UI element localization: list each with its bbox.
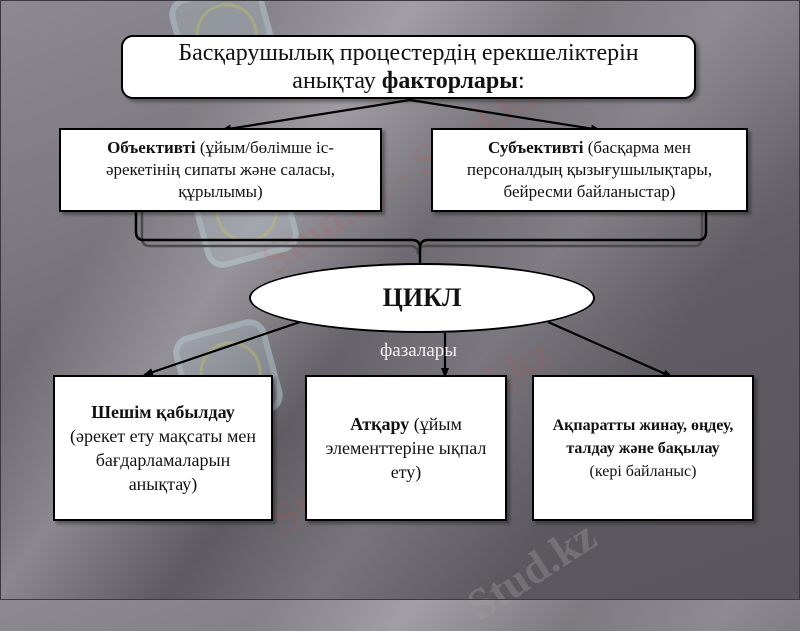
- phase-box-decision: Шешім қабылдау (әрекет ету мақсаты мен б…: [53, 375, 273, 521]
- title-box: Басқарушылық процестердің ерекшеліктерін…: [121, 35, 696, 99]
- phase-description: (әрекет ету мақсаты мен бағдарламаларын …: [70, 426, 256, 494]
- objective-factor-box: Объективті (ұйым/бөлімше іс-әрекетінің с…: [59, 128, 382, 212]
- phase-title: Атқару: [350, 414, 410, 434]
- phase-description: (ұйым элементтеріне ықпал ету): [325, 414, 487, 482]
- factor-description: (басқарма мен персоналдың қызығушылықтар…: [466, 138, 713, 201]
- phase-box-execution: Атқару (ұйым элементтеріне ықпал ету): [305, 375, 507, 521]
- cycle-ellipse: ЦИКЛ: [249, 263, 595, 333]
- factor-description: (ұйым/бөлімше іс-әрекетінің сипаты және …: [105, 138, 336, 201]
- subjective-factor-box: Субъективті (басқарма мен персоналдың қы…: [431, 128, 748, 212]
- factor-title: Объективті: [107, 138, 196, 157]
- title-line-2: анықтау факторлары:: [292, 68, 525, 94]
- connector-lines: [134, 98, 708, 379]
- phase-title: Шешім қабылдау: [91, 402, 235, 422]
- phase-title: Ақпаратты жинау, өңдеу, талдау және бақы…: [552, 416, 734, 457]
- title-bold-word: факторлары: [381, 68, 519, 94]
- phase-box-control: Ақпаратты жинау, өңдеу, талдау және бақы…: [532, 375, 754, 521]
- phase-description: (кері байланыс): [589, 462, 697, 480]
- phases-label: фазалары: [380, 340, 458, 361]
- factor-title: Субъективті: [488, 138, 584, 157]
- title-line-1: Басқарушылық процестердің ерекшеліктерін: [178, 40, 639, 66]
